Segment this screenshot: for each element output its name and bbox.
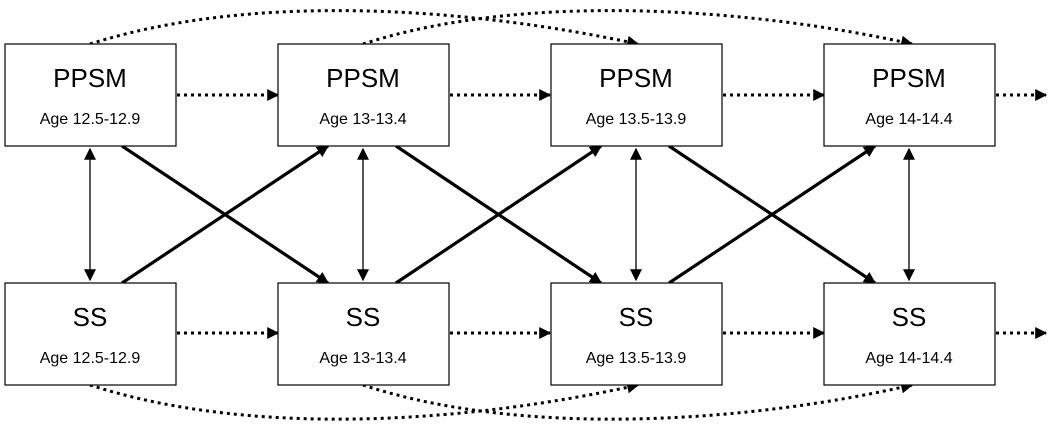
ppsm-node-4-box — [823, 43, 996, 147]
ss-node-2-subtitle: Age 13-13.4 — [319, 350, 406, 367]
ppsm-node-1-box — [4, 43, 177, 147]
ppsm-node-4-title: PPSM — [872, 63, 946, 93]
cross-arrow-ss1-ppsm2 — [121, 144, 329, 285]
ss-node-3: SS Age 13.5-13.9 — [550, 282, 723, 386]
ppsm-node-3: PPSM Age 13.5-13.9 — [550, 43, 723, 147]
ss-node-1-title: SS — [73, 302, 108, 332]
ss-node-4-box — [823, 282, 996, 386]
ss-node-2-title: SS — [346, 302, 381, 332]
lag2-arrow-ss-1-3 — [89, 381, 640, 421]
ppsm-node-3-box — [550, 43, 723, 147]
ss-node-4-title: SS — [892, 302, 927, 332]
ss-node-1-subtitle: Age 12.5-12.9 — [40, 350, 141, 367]
edges-layer — [84, 9, 1048, 421]
ppsm-node-1: PPSM Age 12.5-12.9 — [4, 43, 177, 147]
ss-node-1-box — [4, 282, 177, 386]
ppsm-node-1-title: PPSM — [53, 63, 127, 93]
ss-node-1: SS Age 12.5-12.9 — [4, 282, 177, 386]
ppsm-node-2-box — [277, 43, 450, 147]
ppsm-row: PPSM Age 12.5-12.9 PPSM Age 13-13.4 PPSM… — [4, 43, 996, 147]
ss-node-3-title: SS — [619, 302, 654, 332]
ppsm-node-2-subtitle: Age 13-13.4 — [319, 111, 406, 128]
lag2-arrow-ppsm-2-4 — [362, 9, 914, 48]
ss-node-4-subtitle: Age 14-14.4 — [865, 350, 952, 367]
ppsm-node-3-subtitle: Age 13.5-13.9 — [586, 111, 687, 128]
ss-row: SS Age 12.5-12.9 SS Age 13-13.4 SS Age 1… — [4, 282, 996, 386]
cross-arrow-ss2-ppsm3 — [395, 144, 602, 285]
ppsm-node-1-subtitle: Age 12.5-12.9 — [40, 111, 141, 128]
lag2-arrow-ss-2-4 — [362, 381, 914, 421]
ppsm-node-4: PPSM Age 14-14.4 — [823, 43, 996, 147]
ppsm-node-3-title: PPSM — [599, 63, 673, 93]
ppsm-node-4-subtitle: Age 14-14.4 — [865, 111, 952, 128]
lag2-arrow-ppsm-1-3 — [89, 9, 640, 48]
ppsm-node-2-title: PPSM — [326, 63, 400, 93]
ss-node-3-box — [550, 282, 723, 386]
ss-node-2: SS Age 13-13.4 — [277, 282, 450, 386]
ss-node-2-box — [277, 282, 450, 386]
cross-arrow-ss3-ppsm4 — [668, 144, 876, 285]
ss-node-4: SS Age 14-14.4 — [823, 282, 996, 386]
ppsm-node-2: PPSM Age 13-13.4 — [277, 43, 450, 147]
ss-node-3-subtitle: Age 13.5-13.9 — [586, 350, 687, 367]
